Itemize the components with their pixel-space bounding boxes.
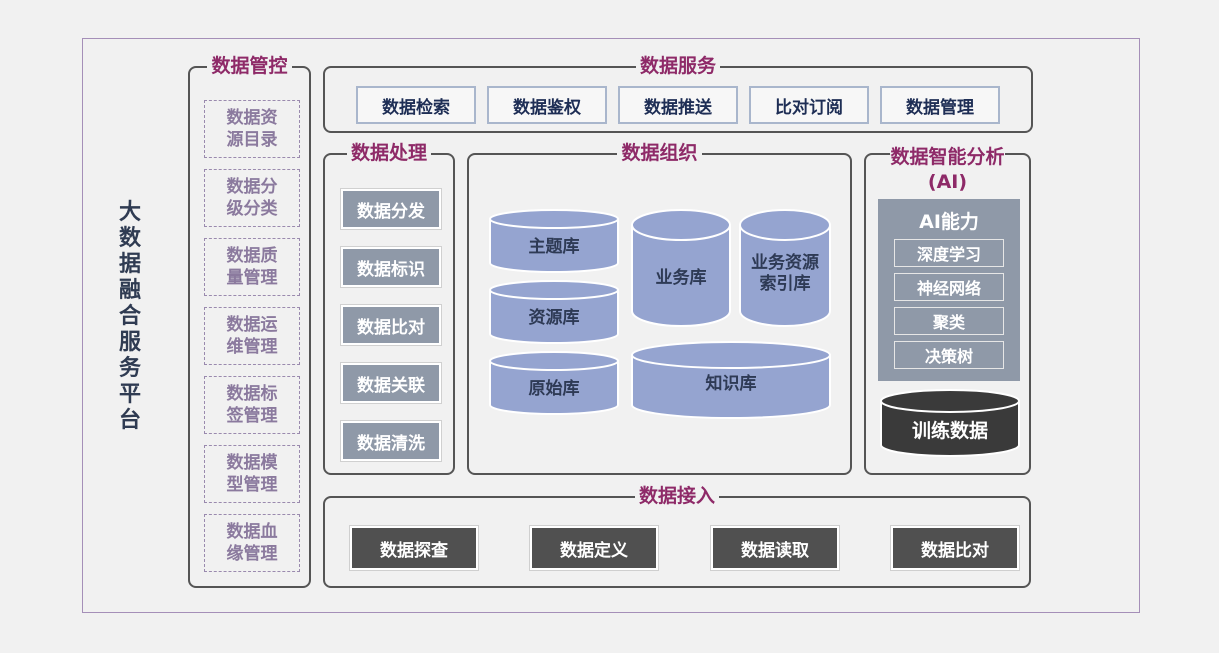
process-distribute-button[interactable]: 数据分发 (341, 189, 441, 229)
ai-analysis-panel: 数据智能分析(AI) AI能力 深度学习 神经网络 聚类 决策树 训练数据 (864, 145, 1031, 475)
business-index-store-label: 业务资源索引库 (751, 253, 819, 294)
platform-frame (82, 38, 1140, 613)
topic-store-cylinder[interactable]: 主题库 (489, 209, 619, 273)
ingest-read-button[interactable]: 数据读取 (711, 526, 839, 570)
ingest-compare-button[interactable]: 数据比对 (891, 526, 1019, 570)
ingest-explore-button[interactable]: 数据探查 (350, 526, 478, 570)
service-search-button[interactable]: 数据检索 (356, 86, 476, 124)
data-service-panel: 数据服务 数据检索 数据鉴权 数据推送 比对订阅 数据管理 (323, 55, 1033, 133)
ai-deep-learning[interactable]: 深度学习 (894, 239, 1004, 267)
business-store-cylinder[interactable]: 业务库 (631, 209, 731, 327)
service-subscribe-button[interactable]: 比对订阅 (749, 86, 869, 124)
data-processing-panel: 数据处理 数据分发 数据标识 数据比对 数据关联 数据清洗 (323, 142, 455, 475)
process-compare-button[interactable]: 数据比对 (341, 305, 441, 345)
service-manage-button[interactable]: 数据管理 (880, 86, 1000, 124)
service-auth-button[interactable]: 数据鉴权 (487, 86, 607, 124)
business-store-label: 业务库 (655, 267, 707, 288)
data-service-title: 数据服务 (325, 54, 1031, 78)
data-control-title: 数据管控 (190, 54, 309, 78)
control-item-operations[interactable]: 数据运维管理 (204, 307, 300, 365)
data-organization-panel: 数据组织 主题库 资源库 原始库 业务库 业务资源索引库 知识库 (467, 142, 852, 475)
resource-store-label: 资源库 (528, 307, 580, 328)
process-associate-button[interactable]: 数据关联 (341, 363, 441, 403)
ai-neural-network[interactable]: 神经网络 (894, 273, 1004, 301)
ai-clustering[interactable]: 聚类 (894, 307, 1004, 335)
control-item-tags[interactable]: 数据标签管理 (204, 376, 300, 434)
service-push-button[interactable]: 数据推送 (618, 86, 738, 124)
knowledge-store-cylinder[interactable]: 知识库 (631, 341, 831, 419)
process-identify-button[interactable]: 数据标识 (341, 247, 441, 287)
data-organization-title: 数据组织 (469, 141, 850, 165)
training-data-label: 训练数据 (911, 419, 988, 442)
training-data-cylinder[interactable]: 训练数据 (880, 389, 1020, 457)
control-item-resource-catalog[interactable]: 数据资源目录 (204, 100, 300, 158)
knowledge-store-label: 知识库 (705, 373, 757, 394)
data-ingestion-title: 数据接入 (325, 484, 1029, 508)
ai-decision-tree[interactable]: 决策树 (894, 341, 1004, 369)
data-processing-title: 数据处理 (325, 141, 453, 165)
control-item-classification[interactable]: 数据分级分类 (204, 169, 300, 227)
process-cleanse-button[interactable]: 数据清洗 (341, 421, 441, 461)
platform-title: 大数据融合服务平台 (118, 200, 141, 433)
ai-capability-title: AI能力 (919, 211, 979, 233)
data-control-panel: 数据管控 数据资源目录 数据分级分类 数据质量管理 数据运维管理 数据标签管理 … (188, 55, 311, 588)
business-index-store-cylinder[interactable]: 业务资源索引库 (739, 209, 831, 327)
control-item-quality[interactable]: 数据质量管理 (204, 238, 300, 296)
ai-capability-box: AI能力 深度学习 神经网络 聚类 决策树 (878, 199, 1020, 381)
control-item-models[interactable]: 数据模型管理 (204, 445, 300, 503)
topic-store-label: 主题库 (528, 236, 580, 257)
raw-store-label: 原始库 (528, 378, 580, 399)
ingest-define-button[interactable]: 数据定义 (530, 526, 658, 570)
control-item-lineage[interactable]: 数据血缘管理 (204, 514, 300, 572)
raw-store-cylinder[interactable]: 原始库 (489, 351, 619, 415)
data-ingestion-panel: 数据接入 数据探查 数据定义 数据读取 数据比对 (323, 485, 1031, 588)
resource-store-cylinder[interactable]: 资源库 (489, 280, 619, 344)
ai-analysis-title: 数据智能分析(AI) (890, 145, 1005, 195)
